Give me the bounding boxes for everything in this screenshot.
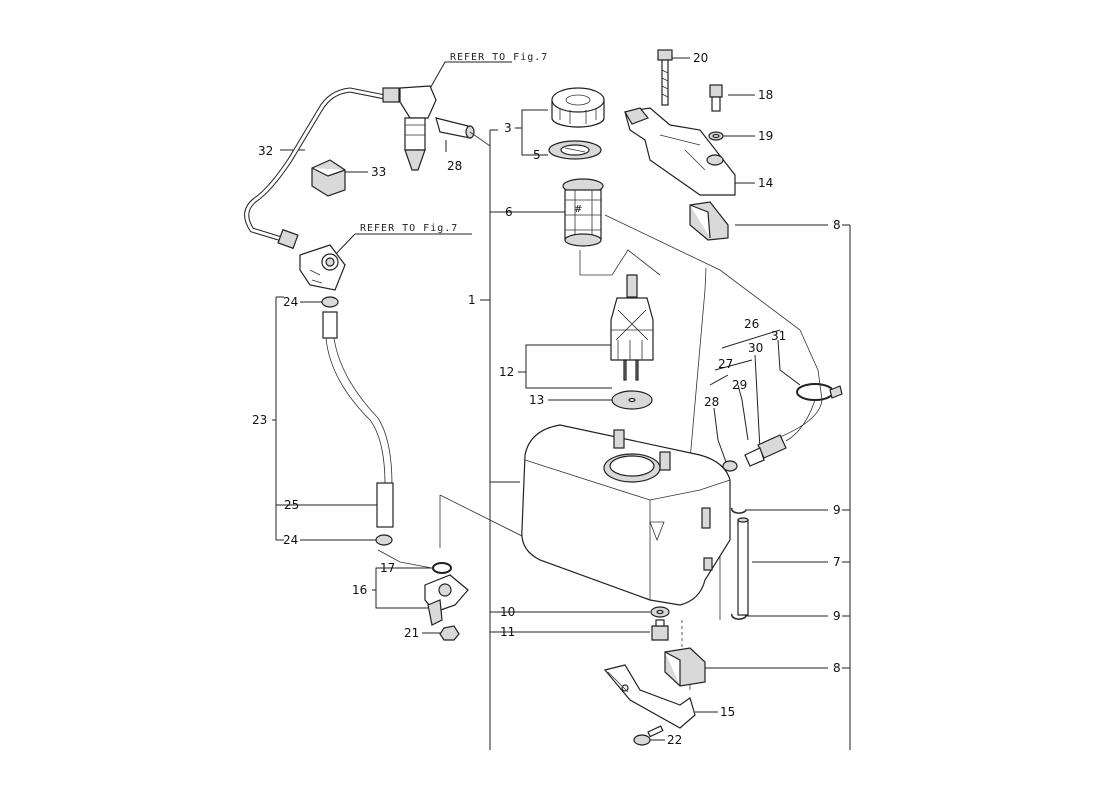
bolt-20-shape (657, 49, 673, 106)
callout-11: 11 (500, 625, 515, 639)
callout-26: 26 (744, 317, 759, 331)
callout-18: 18 (758, 88, 773, 102)
callout-12: 12 (499, 365, 514, 379)
clamp-24-top-shape (321, 296, 339, 308)
pump-fitting-shape (277, 228, 346, 291)
nut-21-shape (439, 625, 460, 641)
callout-21: 21 (404, 626, 419, 640)
callout-24-bottom: 24 (283, 533, 298, 547)
leader-lines (272, 57, 851, 750)
callout-1: 1 (468, 293, 476, 307)
bracket-15-shape (603, 664, 696, 729)
clamp-31-shape (796, 383, 843, 401)
cap-3-shape (551, 87, 605, 128)
injector-shape (382, 85, 437, 171)
callout-31: 31 (771, 329, 786, 343)
callout-8-top: 8 (833, 218, 841, 232)
clamp-24-bottom-shape (375, 534, 393, 546)
pipe-32-shape (244, 87, 386, 243)
callout-28-right: 28 (704, 395, 719, 409)
fuel-tank-shape (521, 424, 731, 606)
pipe-32-inner (245, 88, 386, 242)
callout-23: 23 (252, 413, 267, 427)
callout-25: 25 (284, 498, 299, 512)
callout-9-bottom: 9 (833, 609, 841, 623)
clip-9-shapes (731, 507, 747, 620)
callout-16: 16 (352, 583, 367, 597)
callout-33: 33 (371, 165, 386, 179)
gasket-5-shape (548, 140, 602, 160)
callout-27: 27 (718, 357, 733, 371)
callout-5: 5 (533, 148, 541, 162)
filter-12-shape (610, 274, 654, 381)
callout-30: 30 (748, 341, 763, 355)
callout-15: 15 (720, 705, 735, 719)
svg-text:#: # (574, 204, 582, 215)
bracket-14-shape (624, 107, 736, 196)
drain-parts-10-11 (650, 606, 670, 641)
cap-33-shape (311, 159, 346, 197)
gasket-13-shape (611, 390, 653, 410)
callout-32: 32 (258, 144, 273, 158)
callout-14: 14 (758, 176, 773, 190)
return-hose-shape (779, 369, 823, 438)
callout-13: 13 (529, 393, 544, 407)
spacer-18-shape (709, 84, 723, 112)
fitting-28-top-shape (435, 117, 491, 147)
tube-7-shape (737, 517, 749, 616)
refer-fig7-top: REFER TO Fig.7 (450, 52, 548, 63)
callout-6: 6 (505, 205, 513, 219)
callout-9-top: 9 (833, 503, 841, 517)
oring-17-shape (432, 562, 452, 574)
refer-fig7-bottom: REFER TO Fig.7 (360, 223, 458, 234)
rubber-8-top-shape (689, 201, 729, 241)
callout-24-top: 24 (283, 295, 298, 309)
rubber-8-bottom-shape (664, 647, 706, 687)
callout-7: 7 (833, 555, 841, 569)
callout-19: 19 (758, 129, 773, 143)
hose-joint-28-29-30 (722, 399, 816, 472)
callout-29: 29 (732, 378, 747, 392)
callout-3: 3 (504, 121, 512, 135)
hose-25-shape (322, 311, 394, 528)
callout-10: 10 (500, 605, 515, 619)
fuel-cock-16-shape (424, 574, 469, 626)
callout-20: 20 (693, 51, 708, 65)
washer-19-shape (708, 131, 724, 141)
callout-28-top: 28 (447, 159, 462, 173)
bolt-22-shape (633, 725, 664, 746)
callout-22: 22 (667, 733, 682, 747)
callout-17: 17 (380, 561, 395, 575)
strainer-6-shape: # (562, 178, 604, 247)
callout-8-bottom: 8 (833, 661, 841, 675)
